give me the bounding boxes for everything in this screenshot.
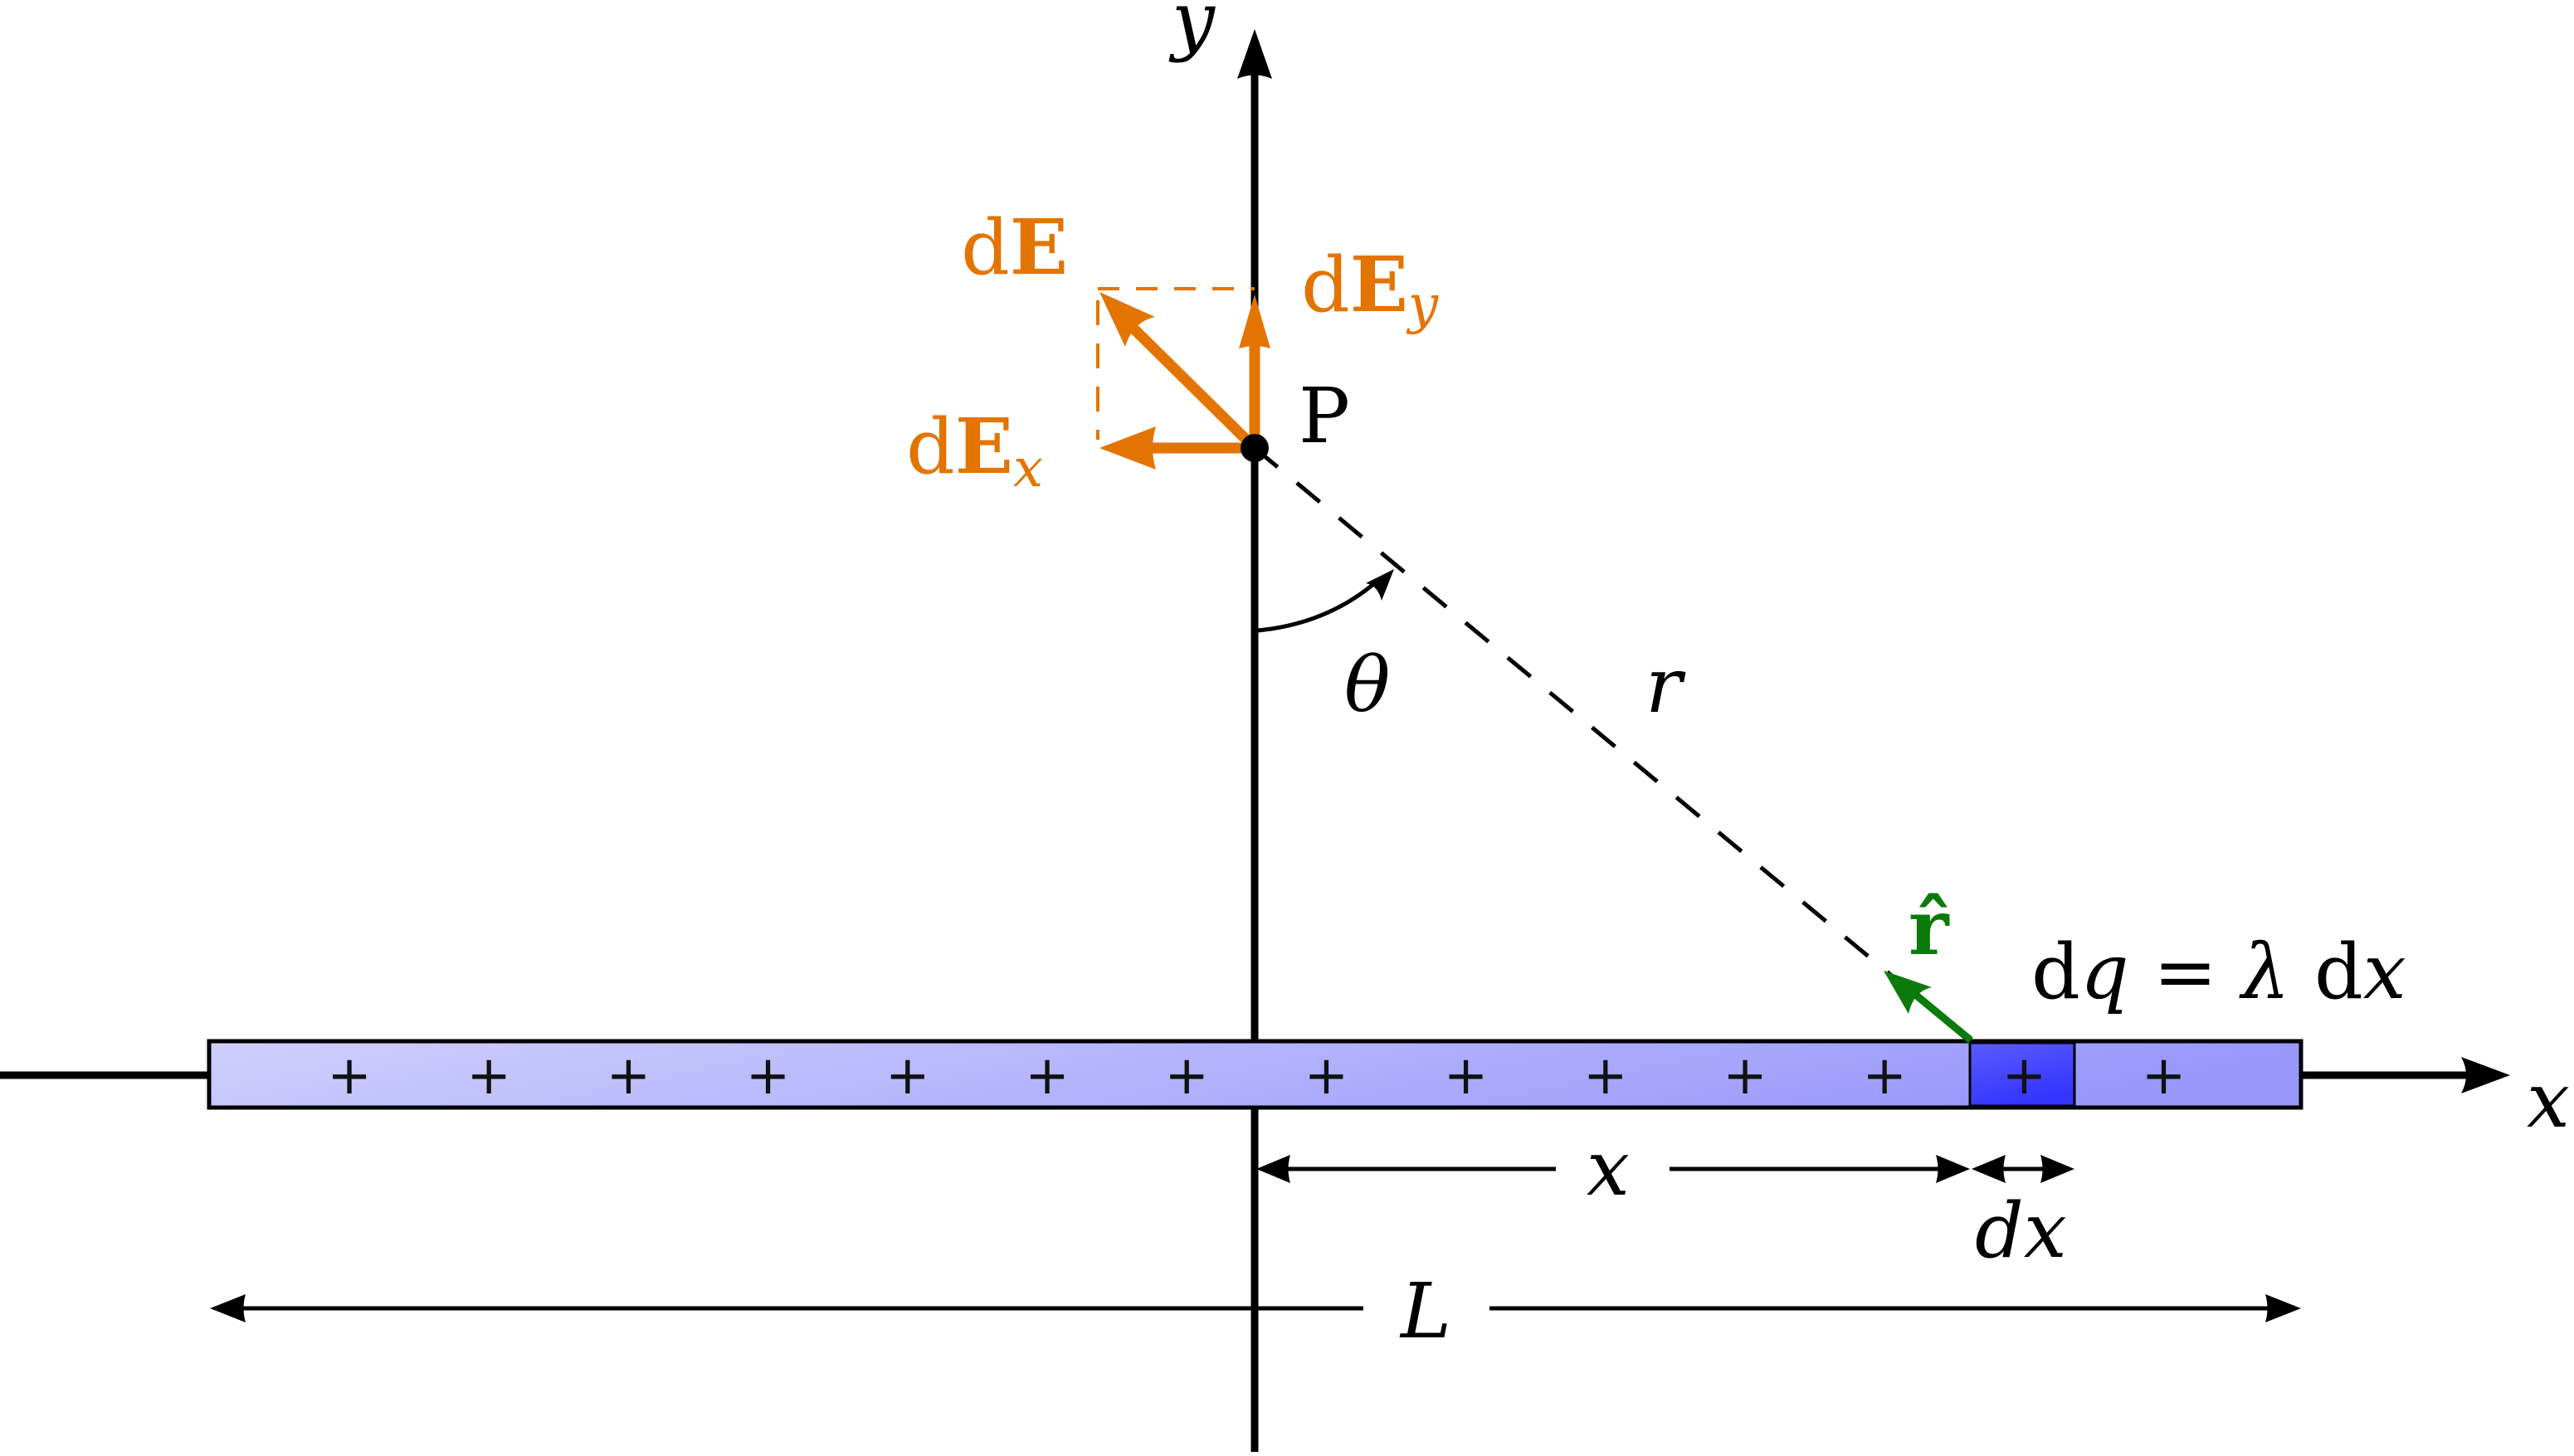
dx-right-arrow-icon [2040,1155,2074,1183]
y-axis-label: y [1168,0,1216,64]
L-right-arrow-icon [2265,1294,2301,1322]
r-label: r [1645,641,1686,730]
charge-plus-icon: + [466,1045,511,1107]
charge-plus-icon: + [885,1045,930,1107]
x-axis-label: x [2527,1056,2570,1145]
L-dimension [210,1294,2301,1322]
charged-rod [207,1039,2303,1110]
x-dim-left-arrow-icon [1256,1155,1290,1183]
charge-plus-icon: + [2002,1045,2047,1107]
charge-plus-icon: + [1025,1045,1070,1107]
rod-charges: + + + + + + + + + + + + + + [327,1045,2186,1107]
x-dim-right-arrow-icon [1936,1155,1970,1183]
point-P-label: P [1299,372,1350,460]
dE-arrowhead-icon [1099,292,1155,347]
dEy-vector [1239,295,1270,445]
dEx-arrowhead-icon [1099,426,1156,470]
theta-arrowhead-icon [1366,569,1394,601]
charge-plus-icon: + [1583,1045,1628,1107]
dx-left-arrow-icon [1972,1155,2006,1183]
charge-element-dq [1968,1041,2076,1108]
charge-plus-icon: + [1444,1045,1489,1107]
distance-r-line [1253,446,1972,1043]
charge-plus-icon: + [1723,1045,1767,1107]
charge-plus-icon: + [327,1045,372,1107]
y-axis [1237,29,1272,1452]
charge-plus-icon: + [1304,1045,1349,1107]
charge-plus-icon: + [2142,1045,2186,1107]
component-box [1096,287,1255,440]
charge-plus-icon: + [1862,1045,1907,1107]
dx-dimension [1972,1155,2074,1183]
dEx-label: dEx [906,402,1043,499]
dEy-label: dEy [1301,240,1439,336]
y-axis-arrowhead-icon [1237,29,1272,79]
charge-plus-icon: + [746,1045,791,1107]
dEy-arrowhead-icon [1239,295,1270,348]
charge-plus-icon: + [1164,1045,1209,1107]
dEx-vector [1099,426,1251,470]
theta-arc [1256,569,1394,633]
dE-vector [1099,292,1254,447]
x-distance-label: x [1587,1124,1630,1213]
rhat-label: r̂ [1909,883,1950,972]
rhat-arrowhead-icon [1884,971,1932,1014]
charge-plus-icon: + [607,1045,651,1107]
L-left-arrow-icon [210,1294,246,1322]
rhat-vector [1884,971,1973,1044]
dx-label: dx [1975,1186,2067,1275]
x-axis-arrowhead-icon [2461,1057,2510,1093]
x-dimension [1256,1155,1970,1183]
L-label: L [1399,1267,1451,1356]
dq-equation: dq = λ dx [2031,928,2406,1016]
point-P-marker [1241,434,1269,462]
dE-label: dE [961,202,1068,292]
theta-label: θ [1344,640,1390,729]
